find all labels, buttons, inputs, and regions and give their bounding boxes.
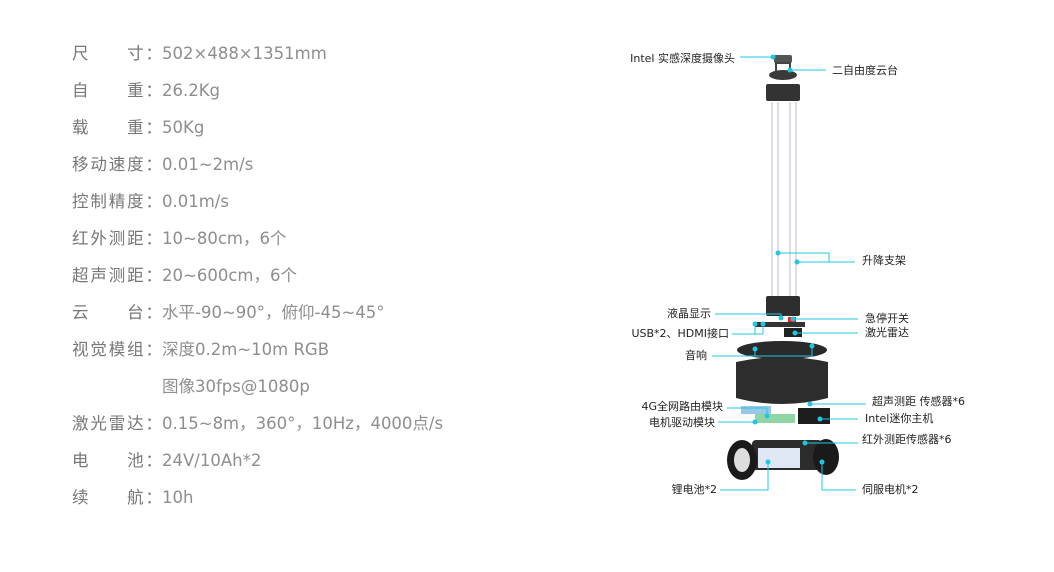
callout-dots (752, 54, 825, 465)
spec-row: 尺 寸：502×488×1351mm (72, 42, 327, 66)
callout-dot (819, 459, 825, 465)
callout-dot (760, 321, 766, 327)
spec-value: 10h (162, 488, 194, 507)
spec-value: 24V/10Ah*2 (162, 451, 262, 470)
spec-row: 续 航：10h (72, 486, 193, 510)
spec-value: 0.01m/s (162, 192, 229, 211)
label-servo: 伺服电机*2 (862, 483, 919, 496)
callout-dot (770, 54, 776, 60)
spec-label: 自 重： (72, 81, 162, 100)
label-ultrasonic: 超声测距 传感器*6 (872, 395, 965, 408)
spec-value: 深度0.2m~10m RGB (162, 340, 330, 359)
spec-row: 超声测距：20~600cm，6个 (72, 264, 297, 288)
label-estop: 急停开关 (865, 312, 909, 325)
label-minipc: Intel迷你主机 (865, 412, 934, 425)
callout-dot (807, 401, 813, 407)
leader-lines (712, 56, 866, 491)
spec-label: 移动速度： (72, 155, 162, 174)
callout-dot (752, 346, 758, 352)
callout-dot (778, 315, 784, 321)
callout-dot (809, 343, 815, 349)
spec-value: 26.2Kg (162, 81, 221, 100)
spec-row: 电 池：24V/10Ah*2 (72, 449, 261, 473)
spec-row: 移动速度：0.01~2m/s (72, 153, 253, 177)
spec-value: 50Kg (162, 118, 205, 137)
label-infrared: 红外测距传感器*6 (862, 433, 952, 446)
spec-label: 云 台： (72, 303, 162, 322)
spec-label: 电 池： (72, 451, 162, 470)
label-lcd: 液晶显示 (667, 307, 711, 320)
label-lidar: 激光雷达 (865, 326, 909, 339)
label-lift: 升降支架 (862, 254, 906, 267)
label-router: 4G全网路由模块 (641, 400, 723, 413)
spec-row: 红外测距：10~80cm，6个 (72, 227, 286, 251)
spec-value: 10~80cm，6个 (162, 229, 287, 248)
callout-dot (817, 416, 823, 422)
callout-dot (802, 440, 808, 446)
spec-label: 视觉模组： (72, 340, 162, 359)
spec-row: 载 重：50Kg (72, 116, 204, 140)
callout-dot (764, 413, 770, 419)
callout-dot (794, 259, 800, 265)
callout-dot (787, 67, 793, 73)
spec-label: 超声测距： (72, 266, 162, 285)
label-usb: USB*2、HDMI接口 (631, 327, 729, 340)
spec-row: 视觉模组：深度0.2m~10m RGB (72, 338, 329, 362)
robot-illustration (727, 55, 839, 480)
spec-label: 控制精度： (72, 192, 162, 211)
callout-dot (765, 459, 771, 465)
spec-row: 自 重：26.2Kg (72, 79, 220, 103)
spec-label: 续 航： (72, 488, 162, 507)
callout-dot (775, 250, 781, 256)
spec-label: 红外测距： (72, 229, 162, 248)
spec-value: 0.01~2m/s (162, 155, 254, 174)
spec-value: 20~600cm，6个 (162, 266, 297, 285)
spec-row: 激光雷达：0.15~8m，360°，10Hz，4000点/s (72, 412, 443, 436)
spec-value: 水平-90~90°，俯仰-45~45° (162, 303, 385, 322)
label-driver: 电机驱动模块 (649, 416, 715, 429)
callout-dot (752, 321, 758, 327)
spec-value: 502×488×1351mm (162, 44, 327, 63)
spec-label: 尺 寸： (72, 44, 162, 63)
spec-row: 云 台：水平-90~90°，俯仰-45~45° (72, 301, 385, 325)
callout-dot (790, 316, 796, 322)
spec-row: 图像30fps@1080p (72, 375, 310, 399)
callout-dot (792, 330, 798, 336)
label-speaker: 音响 (685, 349, 707, 362)
spec-label: 激光雷达： (72, 414, 162, 433)
spec-label: 载 重： (72, 118, 162, 137)
spec-value: 图像30fps@1080p (162, 377, 310, 396)
spec-row: 控制精度：0.01m/s (72, 190, 229, 214)
spec-value: 0.15~8m，360°，10Hz，4000点/s (162, 414, 444, 433)
label-battery: 锂电池*2 (671, 483, 718, 496)
label-camera: Intel 实感深度摄像头 (630, 52, 735, 65)
label-gimbal: 二自由度云台 (832, 64, 898, 77)
callout-dot (752, 419, 758, 425)
